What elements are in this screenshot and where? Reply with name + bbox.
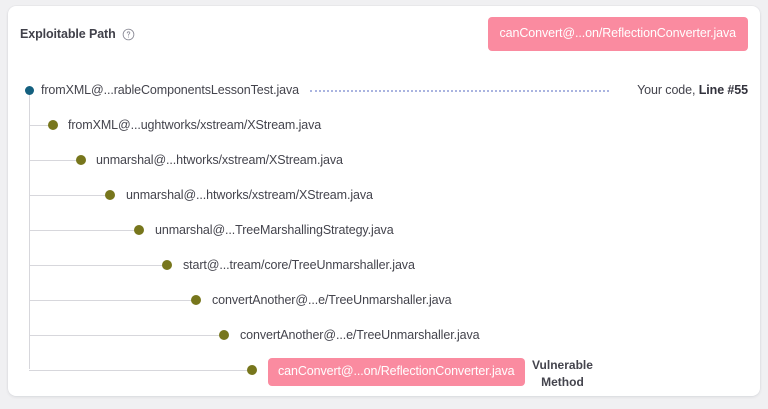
- your-code-prefix: Your code,: [637, 83, 696, 97]
- path-connector-line: [29, 230, 139, 231]
- path-node-dot[interactable]: [247, 365, 257, 375]
- path-node-label[interactable]: convertAnother@...e/TreeUnmarshaller.jav…: [240, 328, 480, 342]
- page-title: Exploitable Path: [20, 27, 116, 41]
- path-node-dot[interactable]: [48, 120, 58, 130]
- path-node-label[interactable]: fromXML@...ughtworks/xstream/XStream.jav…: [68, 118, 322, 132]
- card-header: Exploitable Path canConvert@...on/Reflec…: [8, 6, 760, 62]
- path-row: start@...tream/core/TreeUnmarshaller.jav…: [8, 249, 760, 283]
- path-node-label[interactable]: unmarshal@...htworks/xstream/XStream.jav…: [96, 153, 343, 167]
- path-row: canConvert@...on/ReflectionConverter.jav…: [8, 354, 760, 391]
- path-dotted-connector: [310, 90, 609, 92]
- path-connector-line: [29, 160, 81, 161]
- path-connector-line: [29, 300, 196, 301]
- path-node-label[interactable]: unmarshal@...htworks/xstream/XStream.jav…: [126, 188, 373, 202]
- path-row: convertAnother@...e/TreeUnmarshaller.jav…: [8, 284, 760, 318]
- path-node-dot[interactable]: [219, 330, 229, 340]
- your-code-annotation: Your code, Line #55: [637, 83, 748, 97]
- path-connector-line: [29, 370, 252, 371]
- path-node-label[interactable]: start@...tream/core/TreeUnmarshaller.jav…: [183, 258, 415, 272]
- path-connector-line: [29, 335, 224, 336]
- exploitable-path-card: Exploitable Path canConvert@...on/Reflec…: [8, 6, 760, 396]
- path-node-label[interactable]: fromXML@...rableComponentsLessonTest.jav…: [41, 83, 300, 97]
- path-node-dot[interactable]: [191, 295, 201, 305]
- vulnerable-method-badge[interactable]: canConvert@...on/ReflectionConverter.jav…: [268, 358, 525, 386]
- path-connector-line: [29, 125, 53, 126]
- card-title-group: Exploitable Path: [20, 27, 135, 41]
- path-node-label[interactable]: convertAnother@...e/TreeUnmarshaller.jav…: [212, 293, 452, 307]
- path-node-dot[interactable]: [76, 155, 86, 165]
- your-code-line: Line #55: [698, 83, 748, 97]
- path-row: unmarshal@...TreeMarshallingStrategy.jav…: [8, 214, 760, 248]
- path-spine: [29, 86, 30, 369]
- exploitable-path-tree: fromXML@...rableComponentsLessonTest.jav…: [8, 74, 760, 394]
- question-circle-icon[interactable]: [122, 28, 135, 41]
- path-row: fromXML@...rableComponentsLessonTest.jav…: [8, 74, 760, 108]
- path-node-label[interactable]: unmarshal@...TreeMarshallingStrategy.jav…: [155, 223, 394, 237]
- path-node-dot[interactable]: [162, 260, 172, 270]
- path-row: unmarshal@...htworks/xstream/XStream.jav…: [8, 179, 760, 213]
- path-row: fromXML@...ughtworks/xstream/XStream.jav…: [8, 109, 760, 143]
- path-row: convertAnother@...e/TreeUnmarshaller.jav…: [8, 319, 760, 353]
- vulnerable-method-note: Vulnerable Method: [532, 357, 593, 391]
- vulnerable-method-note-line2: Method: [541, 375, 584, 389]
- path-node-dot[interactable]: [134, 225, 144, 235]
- path-row: unmarshal@...htworks/xstream/XStream.jav…: [8, 144, 760, 178]
- path-connector-line: [29, 265, 167, 266]
- path-connector-line: [29, 195, 110, 196]
- path-node-dot[interactable]: [105, 190, 115, 200]
- vulnerable-method-badge-header[interactable]: canConvert@...on/ReflectionConverter.jav…: [487, 17, 748, 51]
- path-node-dot-origin[interactable]: [24, 86, 34, 95]
- vulnerable-method-note-line1: Vulnerable: [532, 358, 593, 372]
